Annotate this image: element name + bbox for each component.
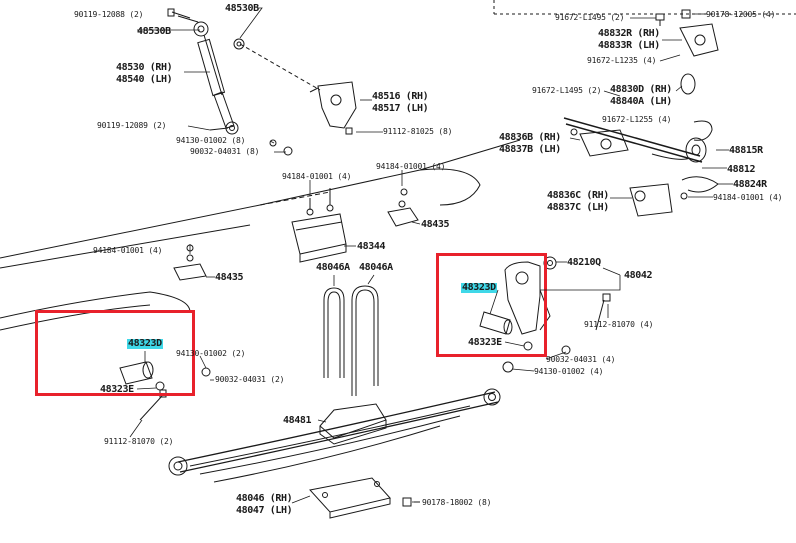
part-label[interactable]: 48042 [624,270,653,281]
spring-pad-icon [319,403,387,445]
spring-seat-icon [387,188,419,227]
part-label[interactable]: 48832R (RH) [598,28,660,39]
part-label[interactable]: 48836C (RH) [547,190,609,201]
spring-plate-icon [309,477,391,519]
part-label[interactable]: 48837B (LH) [499,144,561,155]
highlight-box-right [436,253,547,357]
bolt-icon [595,293,611,331]
part-label[interactable]: 94184-01001 (4) [376,162,446,171]
part-label[interactable]: 48344 [357,241,386,252]
part-label[interactable]: 90178-18002 (8) [422,498,492,507]
bolt-icon [655,13,665,26]
bracket-icon [681,176,719,193]
shock-bracket-icon [309,81,357,129]
part-label[interactable]: 91112-81025 (8) [383,127,453,136]
part-label[interactable]: 48530B [225,3,259,14]
bushing-icon [233,38,245,50]
part-label[interactable]: 48815R [729,145,763,156]
bolt-icon [345,127,353,135]
part-label[interactable]: 91672-L1235 (4) [587,56,657,65]
part-label[interactable]: 48530B [137,26,171,37]
part-label[interactable]: 91672-L1495 (2) [532,86,602,95]
part-label[interactable]: 48830D (RH) [610,84,672,95]
part-label[interactable]: 48435 [421,219,450,230]
frame-line-upper [0,139,521,259]
bushing-icon [685,137,707,163]
nut-icon [681,9,691,19]
part-label[interactable]: 94184-01001 (4) [713,193,783,202]
part-label[interactable]: 48840A (LH) [610,96,672,107]
part-label[interactable]: 48836B (RH) [499,132,561,143]
part-label[interactable]: 48047 (LH) [236,505,293,516]
part-label[interactable]: 48323E [468,337,502,348]
part-label[interactable]: 94184-01001 (4) [93,246,163,255]
highlight-box-left [35,310,195,396]
part-label[interactable]: 48046A [316,262,350,273]
part-label[interactable]: 91672-L1495 (2) [555,13,625,22]
bushing-icon [579,129,629,157]
part-label[interactable]: 94130-01002 (8) [176,136,246,145]
frame-line-left [0,291,191,319]
part-label[interactable]: 91112-81070 (4) [584,320,654,329]
part-label[interactable]: 94130-01002 (2) [176,349,246,358]
part-label[interactable]: 48435 [215,272,244,283]
part-label[interactable]: 48530 (RH) [116,62,173,73]
part-label-highlighted[interactable]: 48323D [461,282,497,293]
part-label[interactable]: 94130-01002 (4) [534,367,604,376]
part-label-highlighted[interactable]: 48323D [127,338,163,349]
stabilizer-bar-icon [563,117,703,163]
bolt-icon [167,8,191,19]
part-label[interactable]: 48516 (RH) [372,91,429,102]
part-label[interactable]: 48833R (LH) [598,40,660,51]
part-label[interactable]: 48517 (LH) [372,103,429,114]
part-label[interactable]: 91672-L1255 (4) [602,115,672,124]
shock-absorber-icon [177,15,239,135]
part-label[interactable]: 90178-12005 (4) [706,10,776,19]
shackle-icon [504,261,551,335]
spring-seat-icon [173,244,207,281]
part-label[interactable]: 90119-12088 (2) [74,10,144,19]
nut-icon [201,367,211,377]
bracket-icon [679,23,719,57]
bushing-icon [680,73,696,95]
part-label[interactable]: 48046 (RH) [236,493,293,504]
part-label[interactable]: 48210Q [567,257,601,268]
bump-stopper-icon [291,204,347,263]
part-label[interactable]: 48824R [733,179,767,190]
part-label[interactable]: 48046A [359,262,393,273]
link-icon [629,183,673,217]
part-label[interactable]: 48837C (LH) [547,202,609,213]
bushing-icon [693,120,713,141]
part-label[interactable]: 90032-04031 (4) [546,355,616,364]
part-label[interactable]: 48540 (LH) [116,74,173,85]
part-label[interactable]: 91112-81070 (2) [104,437,174,446]
part-label[interactable]: 48481 [283,415,312,426]
part-label[interactable]: 48323E [100,384,134,395]
part-label[interactable]: 48812 [727,164,756,175]
part-label[interactable]: 94184-01001 (4) [282,172,352,181]
nut-icon [402,497,412,507]
leaf-spring-icon [168,388,501,483]
part-label[interactable]: 90119-12089 (2) [97,121,167,130]
part-label[interactable]: 90032-04031 (2) [215,375,285,384]
part-label[interactable]: 90032-04031 (8) [190,147,260,156]
u-bolt-icon [323,285,379,396]
